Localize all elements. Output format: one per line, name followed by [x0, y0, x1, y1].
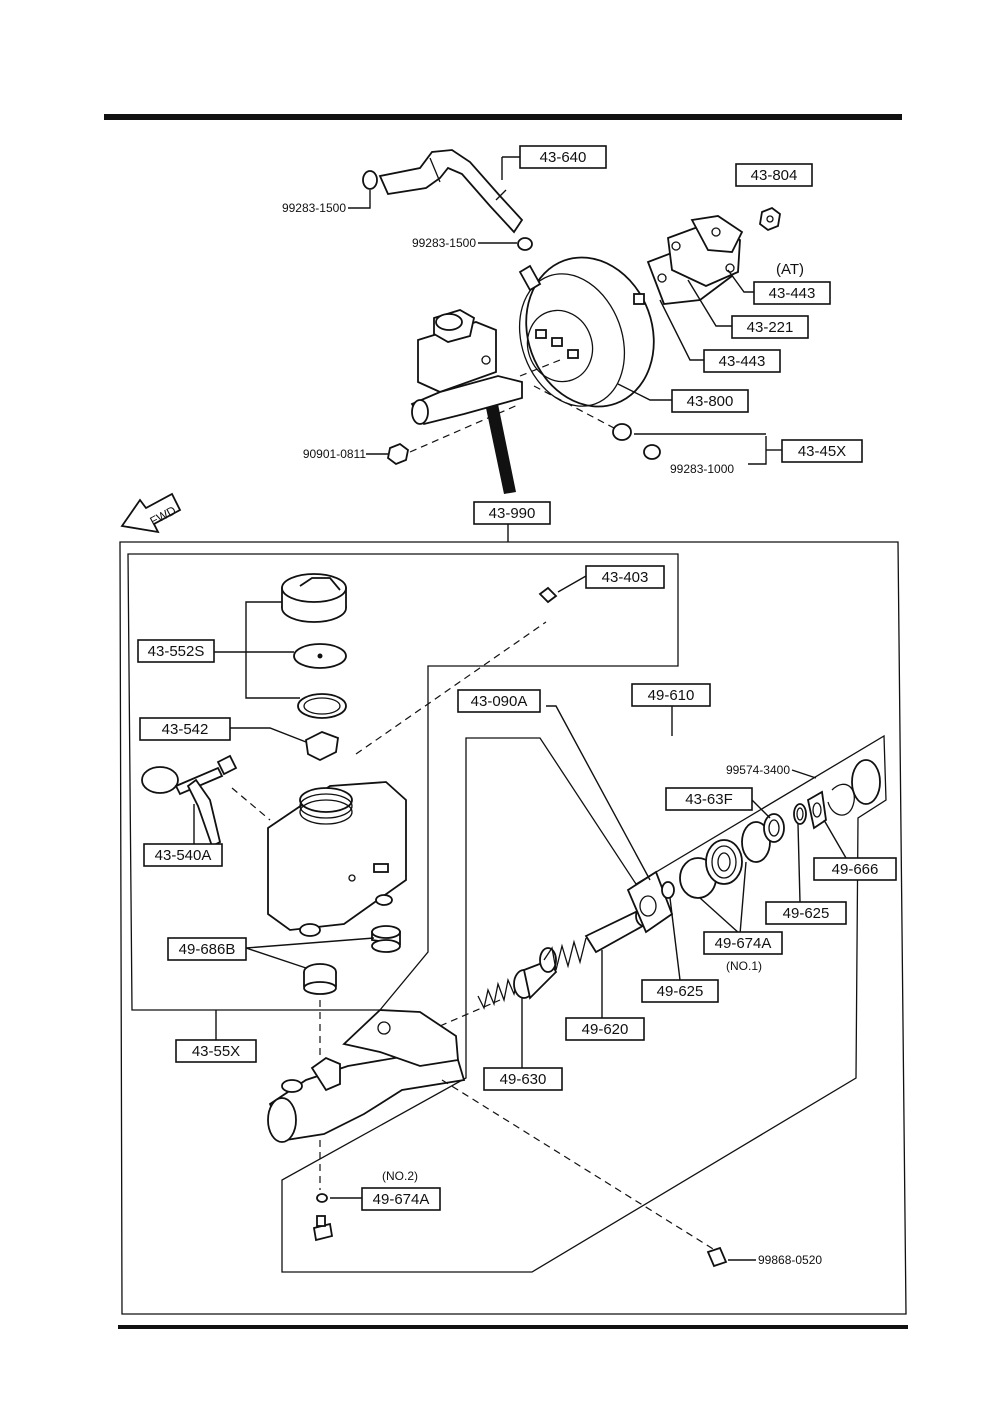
label-99283-1000: 99283-1000 [670, 462, 734, 476]
grommet-icon [371, 925, 401, 953]
svg-text:49-686B: 49-686B [179, 941, 236, 958]
svg-text:49-610: 49-610 [648, 687, 695, 704]
svg-text:43-542: 43-542 [162, 721, 209, 738]
nut-icon [759, 206, 781, 232]
label-43-800: 43-800 [671, 389, 749, 413]
label-43-804: 43-804 [735, 163, 813, 187]
cap-diaphragm [293, 643, 347, 669]
label-99283-1500-upper: 99283-1500 [282, 201, 346, 215]
label-at: (AT) [776, 261, 804, 278]
master-cylinder-assembly-small [410, 309, 523, 426]
reservoir-bolt [141, 754, 238, 848]
reservoir-filter [305, 731, 339, 762]
label-49-625-right: 49-625 [765, 901, 847, 925]
svg-text:43-403: 43-403 [602, 569, 649, 586]
piston-frame [281, 734, 887, 1273]
hose-clamp-icon [362, 170, 378, 190]
master-cylinder-body [267, 1009, 466, 1143]
o-ring-icon [851, 759, 881, 805]
label-43-552s: 43-552S [137, 639, 215, 663]
label-49-630: 49-630 [483, 1067, 563, 1091]
label-43-540a: 43-540A [143, 843, 223, 867]
piston-cup-seal [741, 821, 771, 863]
svg-text:43-540A: 43-540A [155, 847, 212, 864]
label-43-45x: 43-45X [781, 439, 863, 463]
detail-arrow [486, 404, 516, 494]
svg-text:43-990: 43-990 [489, 505, 536, 522]
label-49-674a-no2: 49-674A [361, 1187, 441, 1211]
label-99868-0520: 99868-0520 [758, 1253, 822, 1267]
label-43-090a: 43-090A [457, 689, 541, 713]
svg-text:43-804: 43-804 [751, 167, 798, 184]
primary-piston [543, 905, 653, 971]
piston-cup-stack [705, 839, 743, 885]
fwd-arrow-icon [120, 492, 182, 534]
spacer-gasket [646, 215, 744, 305]
label-43-63f: 43-63F [665, 787, 753, 811]
hose-clamp-icon [517, 237, 533, 251]
svg-text:49-666: 49-666 [832, 861, 879, 878]
label-99283-1500-lower: 99283-1500 [412, 236, 476, 250]
svg-text:43-552S: 43-552S [148, 643, 205, 660]
reservoir-cap [281, 573, 347, 623]
label-49-686b: 49-686B [167, 937, 247, 961]
label-43-990: 43-990 [473, 501, 551, 525]
svg-text:43-640: 43-640 [540, 149, 587, 166]
svg-text:49-625: 49-625 [783, 905, 830, 922]
svg-text:49-630: 49-630 [500, 1071, 547, 1088]
svg-text:43-55X: 43-55X [192, 1043, 240, 1060]
secondary-piston-spring [477, 947, 558, 1010]
reservoir-body [267, 781, 407, 937]
retaining-pin [538, 586, 558, 604]
top-rule [104, 114, 902, 120]
nut-icon [387, 442, 409, 466]
screw-icon [706, 1246, 728, 1268]
grommet-icon [303, 963, 337, 995]
reservoir-frame [127, 553, 679, 1011]
label-49-610: 49-610 [631, 683, 711, 707]
label-49-625-left: 49-625 [641, 979, 719, 1003]
svg-text:49-674A: 49-674A [715, 935, 772, 952]
svg-text:49-625: 49-625 [657, 983, 704, 1000]
label-43-443-lower: 43-443 [703, 349, 781, 373]
label-90901-0811: 90901-0811 [303, 447, 366, 461]
label-43-403: 43-403 [585, 565, 665, 589]
vacuum-hose [378, 149, 524, 234]
cap-seal-ring [297, 693, 347, 719]
clip-ring-icon [827, 783, 855, 816]
bottom-rule [118, 1325, 908, 1329]
snap-ring-icon [793, 803, 807, 825]
svg-text:49-674A: 49-674A [373, 1191, 430, 1208]
label-43-443-upper: 43-443 [753, 281, 831, 305]
label-99574-3400: 99574-3400 [726, 763, 790, 777]
label-43-542: 43-542 [139, 717, 231, 741]
svg-text:43-45X: 43-45X [798, 443, 846, 460]
bleeder-screw-icon [312, 1215, 334, 1242]
svg-text:43-443: 43-443 [769, 285, 816, 302]
svg-text:43-090A: 43-090A [471, 693, 528, 710]
label-43-221: 43-221 [731, 315, 809, 339]
label-49-666: 49-666 [813, 857, 897, 881]
svg-text:43-63F: 43-63F [685, 791, 733, 808]
svg-text:49-620: 49-620 [582, 1021, 629, 1038]
label-49-620: 49-620 [565, 1017, 645, 1041]
snap-ring-icon [661, 881, 675, 899]
svg-text:43-800: 43-800 [687, 393, 734, 410]
brake-booster [518, 256, 655, 408]
label-43-640: 43-640 [519, 145, 607, 169]
main-outline [119, 541, 907, 1315]
label-no1: (NO.1) [726, 959, 762, 973]
svg-text:43-443: 43-443 [719, 353, 766, 370]
label-49-674a-no1: 49-674A [703, 931, 783, 955]
label-43-55x: 43-55X [175, 1039, 257, 1063]
svg-text:43-221: 43-221 [747, 319, 794, 336]
check-valve-icon [612, 423, 661, 460]
label-no2: (NO.2) [382, 1169, 418, 1183]
washer-icon [806, 790, 827, 830]
small-seal-icon [316, 1193, 328, 1203]
bushing [763, 813, 785, 843]
